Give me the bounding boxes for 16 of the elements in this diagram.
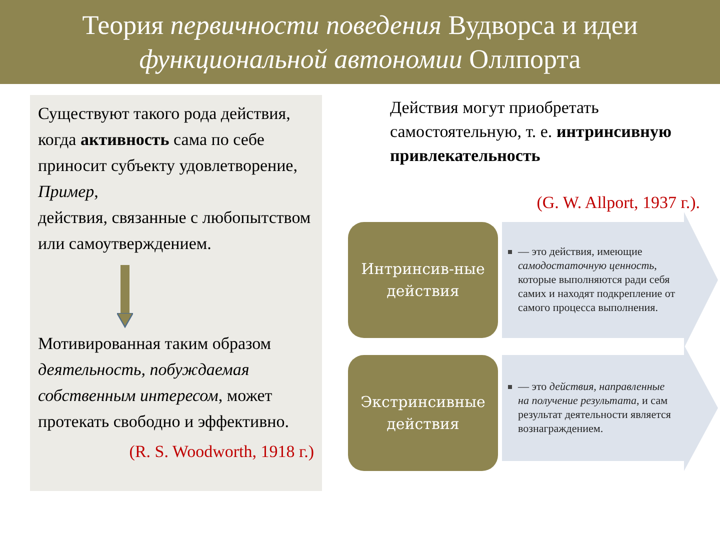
paragraph: Существуют такого рода действия, когда активность сама по себе приносит субъекту удовлетворение, <box>38 103 298 177</box>
down-arrow <box>116 265 134 328</box>
text-panel <box>30 95 322 491</box>
chevron-panel <box>502 345 718 471</box>
paragraph: действия, связанные с любопытством или самоутверждением. <box>38 207 312 255</box>
paragraph: Пример, <box>38 181 100 203</box>
rounded-box: Экстринсивные действия <box>348 355 498 471</box>
paragraph: Мотивированная таким образом деятельность, побуждаемая собственным интересом, может протекать свободно и эффективно. <box>38 333 290 433</box>
description-text: — это действия, имеющие самодостаточную ценность, которые выполняются ради себя самих и находят подкрепление от самого процесса выполнения. <box>518 245 676 315</box>
description-text: — это действия, направленные на получение результата, и сам результат деятельности является вознаграждением. <box>518 380 672 436</box>
paragraph: Действия могут приобретать самостоятельную, т. е. интринсивную привлекательность <box>390 97 672 167</box>
rounded-box: Интринсив-ные действия <box>348 222 498 338</box>
citation: (G. W. Allport, 1937 г.). <box>536 192 700 214</box>
chevron-panel <box>502 212 718 348</box>
title: Теория первичности поведения Вудворса и идеи функциональной автономии Оллпорта <box>81 9 639 76</box>
citation: (R. S. Woodworth, 1918 г.) <box>128 441 314 463</box>
